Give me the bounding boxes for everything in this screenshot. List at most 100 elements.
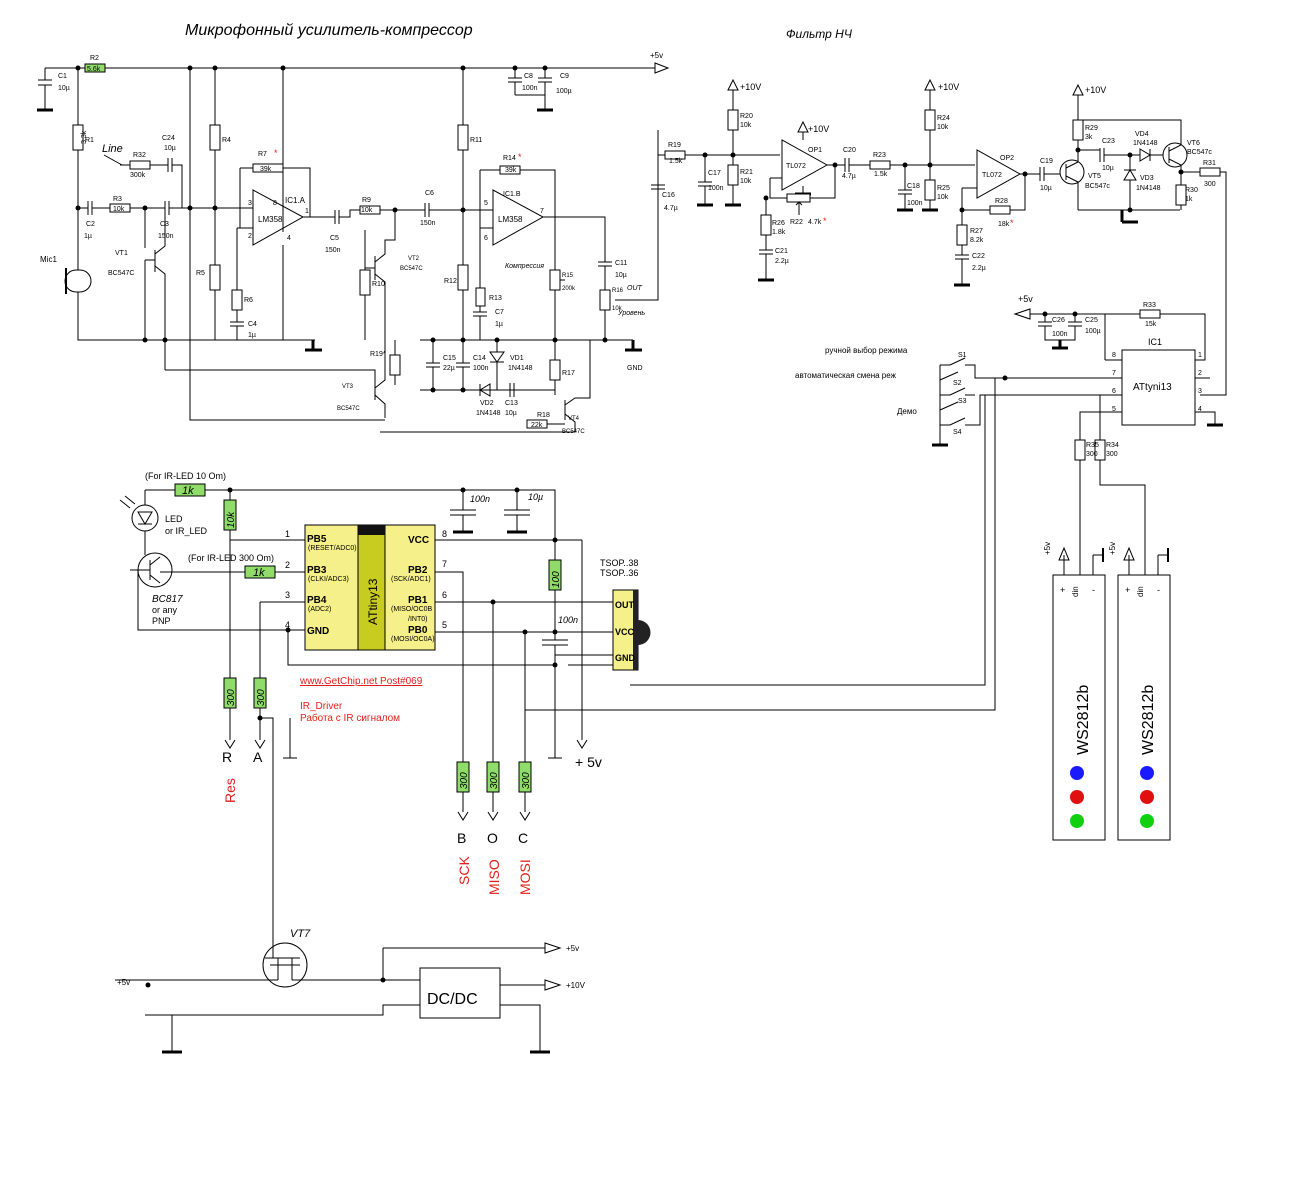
ic1-label: IC1 bbox=[1148, 337, 1162, 347]
svg-text:4: 4 bbox=[1198, 406, 1202, 413]
c-10u-top: 10µ bbox=[528, 492, 543, 502]
led-blue-icon bbox=[1070, 766, 1084, 780]
c14-label: C14 bbox=[473, 355, 486, 362]
ws2-5v: +5v bbox=[1108, 542, 1117, 555]
led-icon bbox=[131, 504, 159, 532]
r31-label: R31 bbox=[1203, 160, 1216, 167]
c4-value: 1µ bbox=[248, 332, 256, 339]
switch-s1[interactable] bbox=[939, 357, 1122, 445]
c23-value: 10µ bbox=[1102, 165, 1114, 172]
svg-text:+: + bbox=[1125, 585, 1130, 595]
demo-label: Демо bbox=[897, 407, 917, 416]
svg-text:300: 300 bbox=[459, 772, 470, 789]
svg-text:(RESET/ADC0): (RESET/ADC0) bbox=[308, 545, 357, 552]
svg-text:1: 1 bbox=[1198, 352, 1202, 359]
svg-text:2: 2 bbox=[248, 233, 252, 240]
vt5 bbox=[1059, 159, 1085, 185]
r20-label: R20 bbox=[740, 113, 753, 120]
vt1-value: BC547C bbox=[108, 270, 134, 277]
c15-label: C15 bbox=[443, 355, 456, 362]
c5-value: 150n bbox=[325, 247, 341, 254]
c3-value: 150n bbox=[158, 233, 174, 240]
level-label: Уровень bbox=[617, 310, 645, 317]
vd4-value: 1N4148 bbox=[1133, 140, 1158, 147]
r5-label: R5 bbox=[196, 270, 205, 277]
c17-label: C17 bbox=[708, 170, 721, 177]
led-blue-icon bbox=[1140, 766, 1154, 780]
pin-o-label: O bbox=[487, 830, 498, 846]
r18-value: 22k bbox=[531, 422, 543, 429]
pin-c-label: C bbox=[518, 830, 528, 846]
r16 bbox=[599, 289, 611, 311]
vt3-label: VT3 bbox=[342, 384, 354, 390]
c20-label: C20 bbox=[843, 147, 856, 154]
r14 bbox=[499, 165, 521, 175]
svg-text:OUT: OUT bbox=[615, 600, 635, 610]
c18-label: C18 bbox=[907, 183, 920, 190]
c6-value: 150n bbox=[420, 220, 436, 227]
svg-text:4: 4 bbox=[285, 620, 290, 630]
miso-label: MISO bbox=[486, 859, 502, 895]
r34-value: 300 bbox=[1106, 451, 1118, 458]
ws1-5v: +5v bbox=[1043, 542, 1052, 555]
c18-value: 100n bbox=[907, 200, 923, 207]
r7-value: 39k bbox=[260, 166, 272, 173]
c21-label: C21 bbox=[775, 248, 788, 255]
ic1b-lm: LM358 bbox=[498, 215, 523, 224]
c20-value: 4.7µ bbox=[842, 173, 856, 180]
op2-label: OP2 bbox=[1000, 155, 1014, 162]
c-100n-top: 100n bbox=[470, 494, 490, 504]
r27-value: 8.2k bbox=[970, 237, 984, 244]
svg-text:2: 2 bbox=[285, 560, 290, 570]
ws2812-strip-2: +5v + din - WS2812b bbox=[1108, 542, 1171, 841]
svg-text:6: 6 bbox=[442, 590, 447, 600]
ws1-label: WS2812b bbox=[1075, 685, 1092, 755]
svg-text:3: 3 bbox=[248, 200, 252, 207]
svg-text:(CLKI/ADC3): (CLKI/ADC3) bbox=[308, 576, 349, 583]
vt1-label: VT1 bbox=[115, 250, 128, 257]
r3 bbox=[109, 203, 131, 213]
mic-amplifier-compressor: +5v C1 10µ R2 5.6k R1 3.3k Mic1 R3 10k C… bbox=[37, 51, 670, 435]
r2-label: R2 bbox=[90, 55, 99, 62]
svg-text:S1: S1 bbox=[958, 352, 967, 359]
vd4-label: VD4 bbox=[1135, 131, 1149, 138]
rail-10v-4: +10V bbox=[1085, 85, 1106, 95]
low-pass-filter: C16 4.7µ R19 1.5k C17 100n +10V R20 10k … bbox=[651, 78, 1227, 396]
r21 bbox=[727, 164, 739, 186]
svg-text:+: + bbox=[1060, 585, 1065, 595]
svg-text:300: 300 bbox=[226, 689, 237, 706]
c24-value: 10µ bbox=[164, 145, 176, 152]
bc817-label: BC817 bbox=[152, 594, 183, 605]
c26-label: C26 bbox=[1052, 317, 1065, 324]
plus-5v-label: + 5v bbox=[575, 754, 602, 770]
vt4-label: VT4 bbox=[568, 416, 580, 422]
c19-value: 10µ bbox=[1040, 185, 1052, 192]
r33-label: R33 bbox=[1143, 302, 1156, 309]
svg-text:GND: GND bbox=[307, 626, 329, 637]
r34-label: R34 bbox=[1106, 442, 1119, 449]
c5-label: C5 bbox=[330, 235, 339, 242]
pin-a-label: A bbox=[253, 749, 263, 765]
rail-10v-3: +10V bbox=[938, 82, 959, 92]
svg-text:5: 5 bbox=[1112, 406, 1116, 413]
r21-label: R21 bbox=[740, 169, 753, 176]
svg-text:(MISO/OC0B: (MISO/OC0B bbox=[391, 606, 433, 613]
r18 bbox=[526, 419, 548, 429]
vt2-value: BC547C bbox=[400, 266, 423, 272]
op2-tl: TL072 bbox=[982, 172, 1002, 179]
rail-arrow bbox=[654, 62, 670, 74]
ir-led-note-10: (For IR-LED 10 Om) bbox=[145, 471, 226, 481]
vt5-value: BC547c bbox=[1085, 183, 1110, 190]
site-link[interactable]: www.GetChip.net Post#069 bbox=[299, 676, 423, 687]
r19-label: R19* bbox=[370, 351, 386, 358]
svg-text:GND: GND bbox=[615, 653, 636, 663]
r-1k-mid-value: 1k bbox=[253, 567, 265, 579]
lpf-r19 bbox=[664, 150, 686, 160]
c7-value: 1µ bbox=[495, 321, 503, 328]
lpf-r19-value: 1.5k bbox=[669, 158, 683, 165]
svg-text:8: 8 bbox=[442, 529, 447, 539]
line-label: Line bbox=[102, 143, 123, 155]
switch-s3[interactable] bbox=[940, 387, 1122, 426]
c25-value: 100µ bbox=[1085, 328, 1101, 335]
amp-title: Микрофонный усилитель-компрессор bbox=[185, 22, 473, 39]
